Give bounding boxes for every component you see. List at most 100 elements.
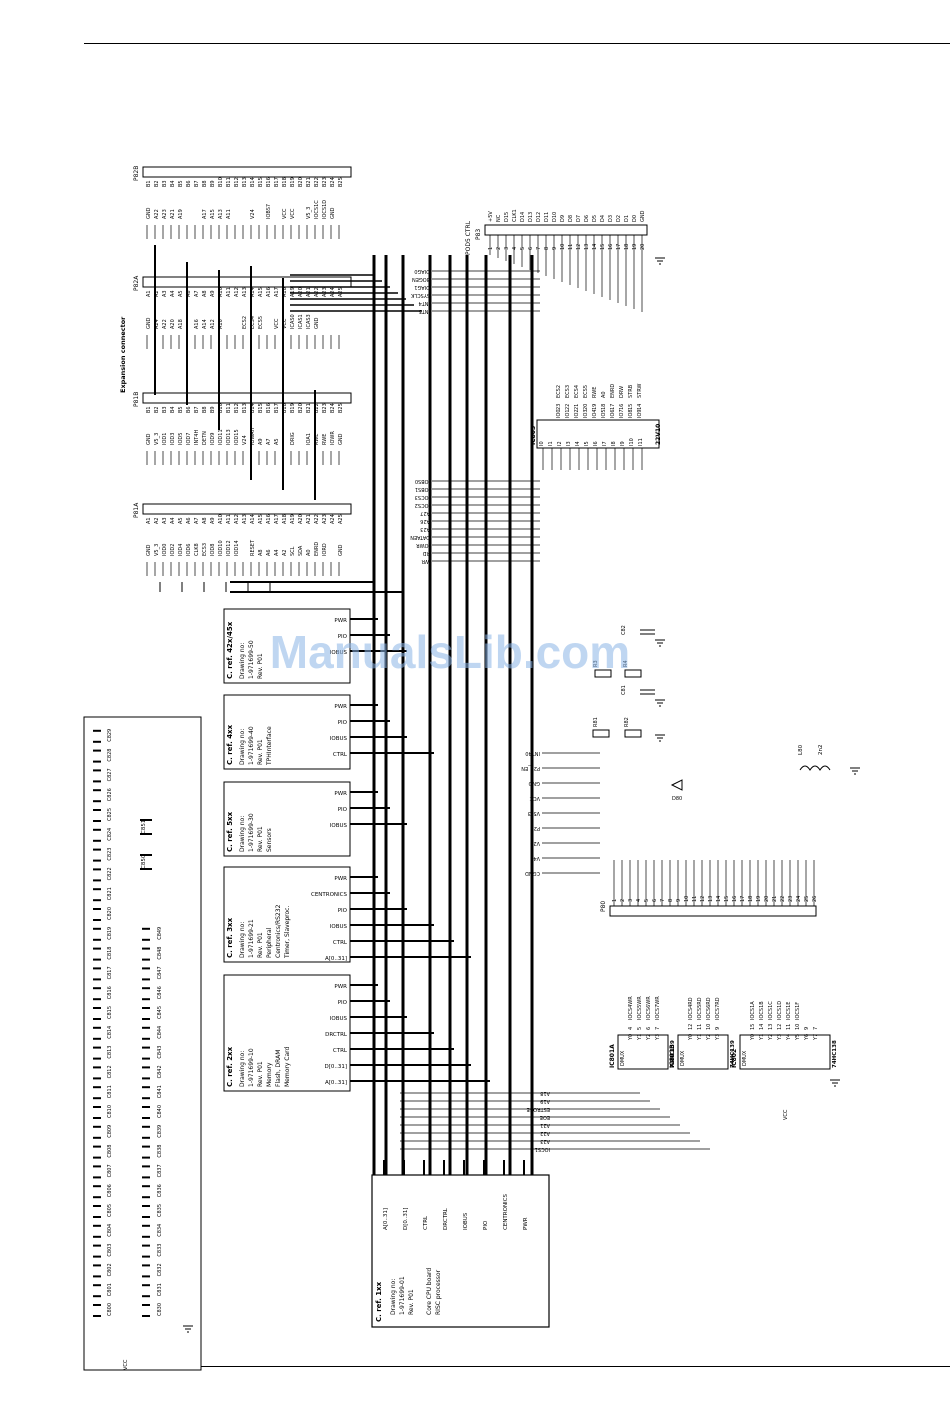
bank-ground: [183, 1325, 193, 1333]
connector-pin: B15: [258, 403, 264, 413]
connector-pin: B24: [330, 403, 336, 413]
connector-pin: A13: [242, 287, 248, 297]
connector-pin: B13: [242, 177, 248, 187]
connector-signal: A20: [170, 319, 176, 329]
ic803-out-signal: STRB: [628, 384, 634, 398]
connector-pin: A21: [306, 287, 312, 297]
connector-signal: CLK8: [194, 543, 200, 556]
cap-inner-name: C832: [157, 1263, 163, 1276]
module-signal: PIO: [338, 720, 348, 726]
module-box-4: [223, 974, 351, 1092]
connector-signal: A18: [178, 319, 184, 329]
pod5-pin: 3: [504, 247, 510, 250]
module-box-1: [223, 694, 351, 770]
connector-signal: IOCS1C: [314, 200, 320, 219]
p80-pin: 2: [620, 899, 626, 902]
connector-pin: B5: [178, 406, 184, 413]
module-line: Peripheral: [266, 927, 273, 958]
module-line: Rev. P01: [257, 932, 264, 958]
control-signal: IOCS3: [415, 494, 430, 500]
cap-outer-name: C805: [107, 1204, 113, 1217]
decoder-output: Y2: [706, 1034, 712, 1041]
connector-pin: A9: [210, 290, 216, 297]
connector-pin: A20: [298, 287, 304, 297]
cap-outer-name: C814: [107, 1026, 113, 1039]
module-line: 1-971699-30: [248, 813, 255, 852]
decoder-type: DMUX: [680, 1050, 686, 1066]
decoder-output: Y5: [795, 1034, 801, 1041]
expansion-connector-p81b: [142, 392, 352, 465]
decoder-output: Y1: [697, 1034, 703, 1041]
core-signal: PIO: [483, 1220, 489, 1230]
p80-pin: 13: [708, 896, 714, 902]
p80-pin: 9: [676, 899, 682, 902]
ic803-out-signal: ECS5: [583, 385, 589, 398]
decoder-pin: 5: [637, 1027, 643, 1030]
ic803-output: IO5: [601, 409, 607, 418]
cap-outer-name: C809: [107, 1125, 113, 1138]
module-signal: PWR: [334, 876, 347, 882]
ic803-body: [536, 419, 660, 449]
pod5-pin: 15: [600, 244, 606, 250]
p80-pin: 21: [772, 896, 778, 902]
control-signal: DIAG1: [414, 284, 430, 290]
control-signal: IOBS1: [415, 486, 430, 492]
ic803-out-pin: 14: [637, 404, 643, 410]
pod5-signal: CLK1: [512, 209, 518, 222]
core-line: Drawing no:: [390, 1279, 397, 1315]
ic803-output: IO2: [574, 409, 580, 418]
control-signal: A27: [420, 510, 430, 516]
connector-pin: A2: [154, 517, 160, 524]
pod5-pin: 8: [544, 247, 550, 250]
connector-pin: A7: [194, 517, 200, 524]
inductor-l80: [799, 765, 831, 771]
cap-outer-name: C822: [107, 867, 113, 880]
connector-pin: B3: [162, 406, 168, 413]
connector-pin: A16: [266, 514, 272, 524]
connector-pin: B2: [154, 406, 160, 413]
connector-signal: A2: [282, 549, 288, 556]
connector-signal: GND: [146, 433, 152, 445]
connector-pin: B16: [266, 177, 272, 187]
pod5-pin: 6: [528, 247, 534, 250]
decoder-signal: IOCS4RD: [688, 997, 694, 1020]
decoder-name: IC801B: [669, 1044, 676, 1068]
cap-outer-name: C811: [107, 1085, 113, 1098]
cap-outer-name: C820: [107, 907, 113, 920]
ground: [655, 734, 665, 742]
connector-signal: VCC: [282, 318, 288, 329]
resistor-r82: [624, 729, 642, 738]
pod5-signal: D7: [576, 215, 582, 222]
connector-pin: B19: [290, 177, 296, 187]
decoder-pin: 9: [715, 1027, 721, 1030]
connector-pin: A16: [266, 287, 272, 297]
capacitor-c81-name: C81: [621, 685, 627, 695]
cap-big-name: C850: [141, 854, 147, 869]
connector-signal: SDA: [298, 545, 304, 556]
p80-pin: 12: [700, 896, 706, 902]
module-signal: IOBUS: [330, 650, 348, 656]
ic803-out-signal: ECS2: [556, 385, 562, 398]
connector-pin: B16: [266, 403, 272, 413]
p80-pin: 10: [684, 896, 690, 902]
connector-signal: A14: [202, 319, 208, 329]
pod5-pin: 18: [624, 244, 630, 250]
ic803-input: I8: [611, 441, 617, 446]
cap-outer-name: C828: [107, 749, 113, 762]
connector-signal: GND: [146, 317, 152, 329]
pod5-pin: 16: [608, 244, 614, 250]
control-signal: SYSCLK: [410, 292, 430, 298]
connector-pin: A10: [218, 514, 224, 524]
connector-signal: A0: [306, 549, 312, 556]
module-line: Rev. P01: [257, 826, 264, 852]
decoder-output: Y0: [628, 1034, 634, 1041]
pod5-signal: D3: [608, 215, 614, 222]
ic803-out-signal: A0: [601, 391, 607, 398]
cap-inner-name: C842: [157, 1065, 163, 1078]
connector-pin: B17: [274, 403, 280, 413]
inductor-l80-value: 2n2: [818, 745, 824, 755]
connector-pin: B24: [330, 177, 336, 187]
connector-body: [142, 276, 352, 288]
connector-signal: VCC: [282, 208, 288, 219]
connector-pin: B21: [306, 177, 312, 187]
